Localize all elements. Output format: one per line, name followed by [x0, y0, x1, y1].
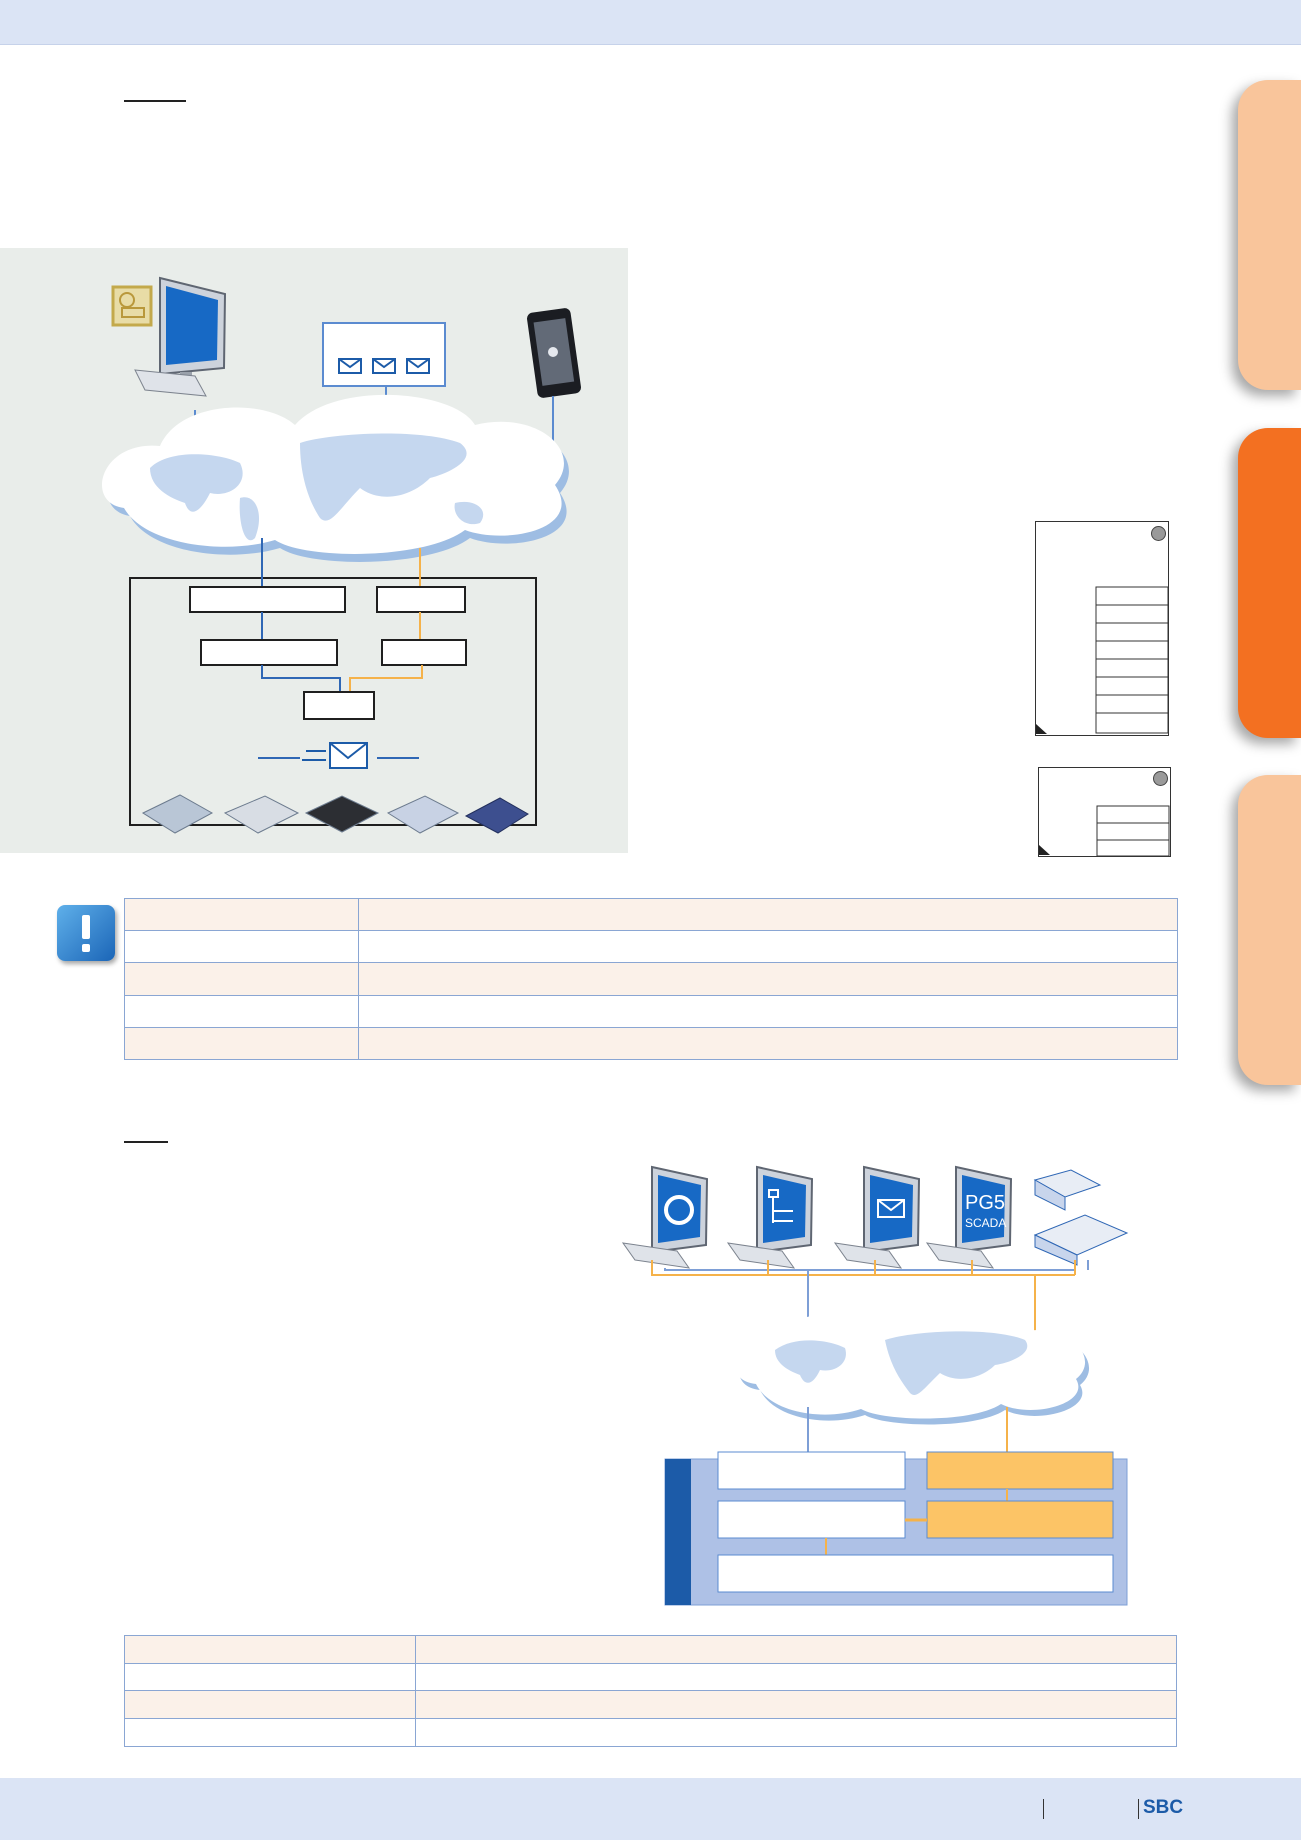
- pg5-scada-monitor-icon: PG5 SCADA: [925, 1165, 1013, 1269]
- table-row: [124, 1690, 1177, 1718]
- table-row: [124, 1027, 1178, 1060]
- controller-devices: [141, 794, 529, 834]
- email-icon: [338, 358, 430, 374]
- display-panel-small-grid: [1039, 805, 1170, 857]
- diagram-box-highlight: [926, 1451, 1114, 1490]
- table-row: [124, 1718, 1177, 1747]
- table-row: [124, 1663, 1177, 1690]
- diagram-box: [303, 691, 375, 720]
- exclamation-icon: [57, 905, 115, 961]
- web-browser-icon: [621, 1165, 709, 1269]
- status-dot: [1151, 526, 1166, 541]
- web-access-diagram: PG5 SCADA: [621, 1165, 1129, 1606]
- controller-device-icon: [1033, 1169, 1129, 1266]
- scheduler-icon: [111, 285, 153, 327]
- diagram-box: [381, 639, 467, 666]
- display-panel-large: [1035, 521, 1169, 736]
- email-server-box: [322, 322, 446, 416]
- email-monitor-icon: [833, 1165, 921, 1269]
- footer-separator: [1043, 1799, 1044, 1819]
- monitor-icon: [726, 1165, 814, 1269]
- brand-logo[interactable]: SBC: [1143, 1797, 1184, 1818]
- diagram-box: [717, 1451, 906, 1490]
- scada-label: SCADA: [965, 1216, 1006, 1230]
- side-tab-1[interactable]: [1238, 80, 1301, 390]
- status-dot: [1153, 771, 1168, 786]
- footer-separator: [1138, 1799, 1139, 1819]
- diagram-box: [717, 1500, 906, 1539]
- table-row: [124, 898, 1178, 930]
- tablet-icon: [527, 308, 581, 398]
- table-row: [124, 995, 1178, 1027]
- table-row: [124, 930, 1178, 962]
- email-icon: [258, 742, 419, 769]
- diagram-box: [376, 586, 466, 613]
- diagram-box: [189, 586, 346, 613]
- section-heading-underline-1: [124, 100, 186, 102]
- display-panel-large-grid: [1036, 586, 1169, 734]
- footer-band: [0, 1778, 1301, 1840]
- side-tab-2-active[interactable]: [1238, 428, 1301, 738]
- header-band: [0, 0, 1301, 45]
- table-row: [124, 962, 1178, 995]
- section-heading-underline-2: [124, 1141, 168, 1143]
- side-tab-3[interactable]: [1238, 775, 1301, 1085]
- world-cloud-icon: [101, 394, 569, 562]
- email-alarm-diagram: [101, 276, 581, 834]
- diagram-box: [200, 639, 338, 666]
- controller-panel-sidebar: [665, 1459, 691, 1605]
- table-row: [124, 1635, 1177, 1663]
- pg5-label: PG5: [965, 1192, 1005, 1214]
- world-cloud-icon: [734, 1309, 1090, 1425]
- monitor-icon: [134, 276, 227, 397]
- diagram-box-highlight: [926, 1500, 1114, 1539]
- diagram-box-wide: [717, 1554, 1114, 1593]
- display-panel-small: [1038, 767, 1171, 857]
